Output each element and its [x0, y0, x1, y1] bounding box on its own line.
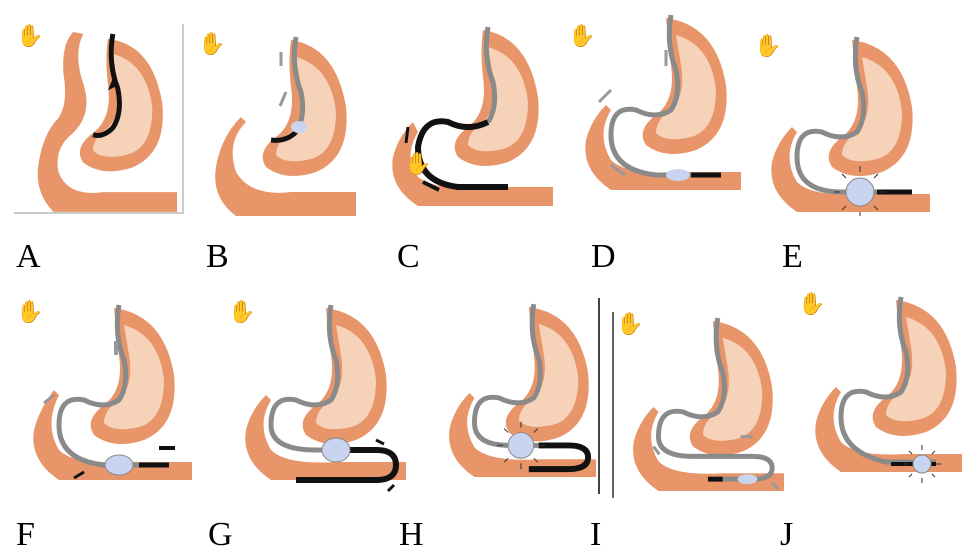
panel-h — [430, 298, 600, 494]
panel-label-f: F — [16, 518, 35, 552]
hand-icon: ✋ — [16, 300, 43, 325]
panel-label-j: J — [780, 518, 793, 552]
panel-label-a: A — [16, 240, 41, 274]
panel-label-h: H — [399, 518, 424, 552]
hand-icon: ✋ — [404, 152, 431, 177]
panel-label-e: E — [782, 240, 803, 274]
panel-label-d: D — [591, 240, 616, 274]
hand-icon: ✋ — [198, 32, 225, 57]
hand-icon: ✋ — [228, 300, 255, 325]
panel-i: ✋ — [612, 312, 786, 498]
panel-d: ✋ — [566, 10, 744, 196]
hand-icon: ✋ — [568, 24, 595, 49]
stomach-diagram — [430, 298, 598, 494]
panel-g: ✋ — [226, 300, 410, 496]
stomach-diagram — [196, 32, 362, 218]
stomach-diagram — [752, 32, 934, 216]
panel-label-b: B — [206, 240, 229, 274]
panel-b: ✋ — [196, 32, 362, 218]
stomach-diagram — [226, 300, 410, 496]
stomach-diagram — [614, 312, 786, 498]
stomach-diagram — [378, 22, 558, 208]
panel-j: ✋ — [796, 292, 964, 486]
panel-label-g: G — [208, 518, 233, 552]
stomach-diagram — [14, 24, 182, 212]
hand-icon: ✋ — [616, 312, 643, 337]
panel-c: ✋ — [378, 22, 558, 208]
stomach-diagram — [14, 300, 194, 486]
stomach-diagram — [796, 292, 964, 486]
panel-label-i: I — [590, 518, 601, 552]
panel-e: ✋ — [752, 32, 934, 216]
panel-a: ✋ — [14, 24, 184, 214]
hand-icon: ✋ — [754, 34, 781, 59]
hand-icon: ✋ — [798, 292, 825, 317]
panel-f: ✋ — [14, 300, 194, 486]
hand-icon: ✋ — [16, 24, 43, 49]
panel-label-c: C — [397, 240, 420, 274]
